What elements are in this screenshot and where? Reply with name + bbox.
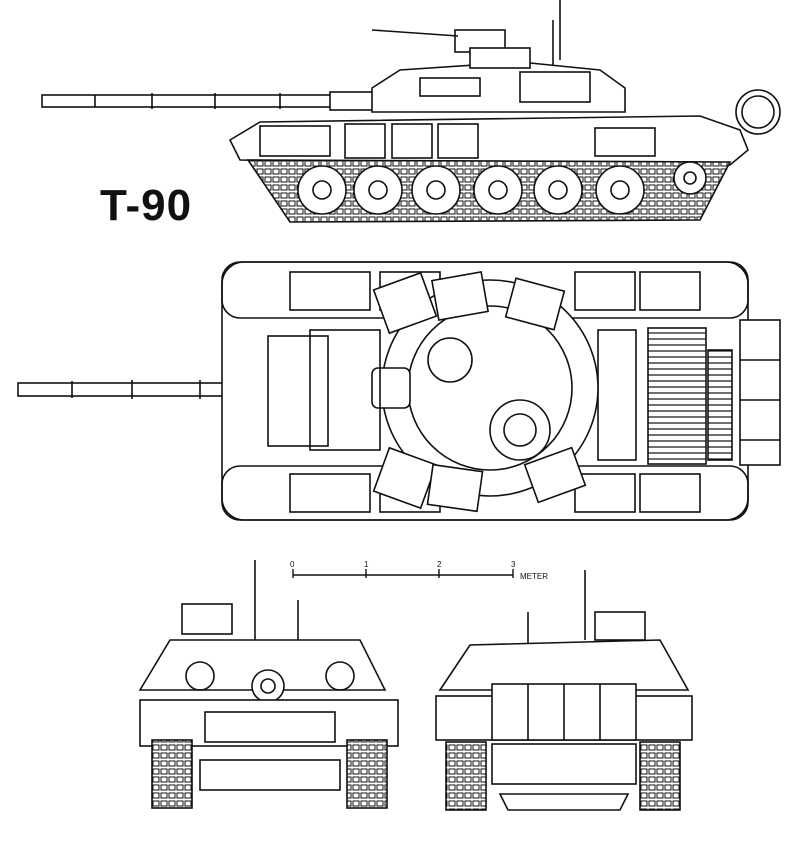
- side-road-wheels: [297, 161, 707, 215]
- scale-tick-1: 1: [364, 560, 369, 569]
- top-engine-grille: [647, 327, 707, 465]
- side-turret: [371, 61, 626, 113]
- side-gun-barrel: [41, 91, 383, 111]
- scale-unit-label: METER: [520, 572, 548, 581]
- front-left-track: [151, 739, 193, 809]
- scale-tick-2: 2: [437, 560, 442, 569]
- top-turret: [371, 271, 599, 513]
- front-right-track: [346, 739, 388, 809]
- front-gun-muzzle: [251, 669, 285, 703]
- side-rear-ring: [735, 89, 781, 135]
- scale-tick-0: 0: [290, 560, 295, 569]
- rear-view: [435, 570, 693, 811]
- rear-right-track: [639, 741, 681, 811]
- scale-bar: 0 1 2 3 METER: [290, 560, 548, 581]
- top-view: [17, 261, 781, 521]
- top-rear-fuel-drums: [739, 319, 781, 466]
- scale-tick-3: 3: [511, 560, 516, 569]
- side-hull: [228, 115, 749, 166]
- rear-left-track: [445, 741, 487, 811]
- side-view: [41, 0, 781, 223]
- vehicle-title: T-90: [100, 181, 193, 230]
- front-view: [138, 560, 399, 809]
